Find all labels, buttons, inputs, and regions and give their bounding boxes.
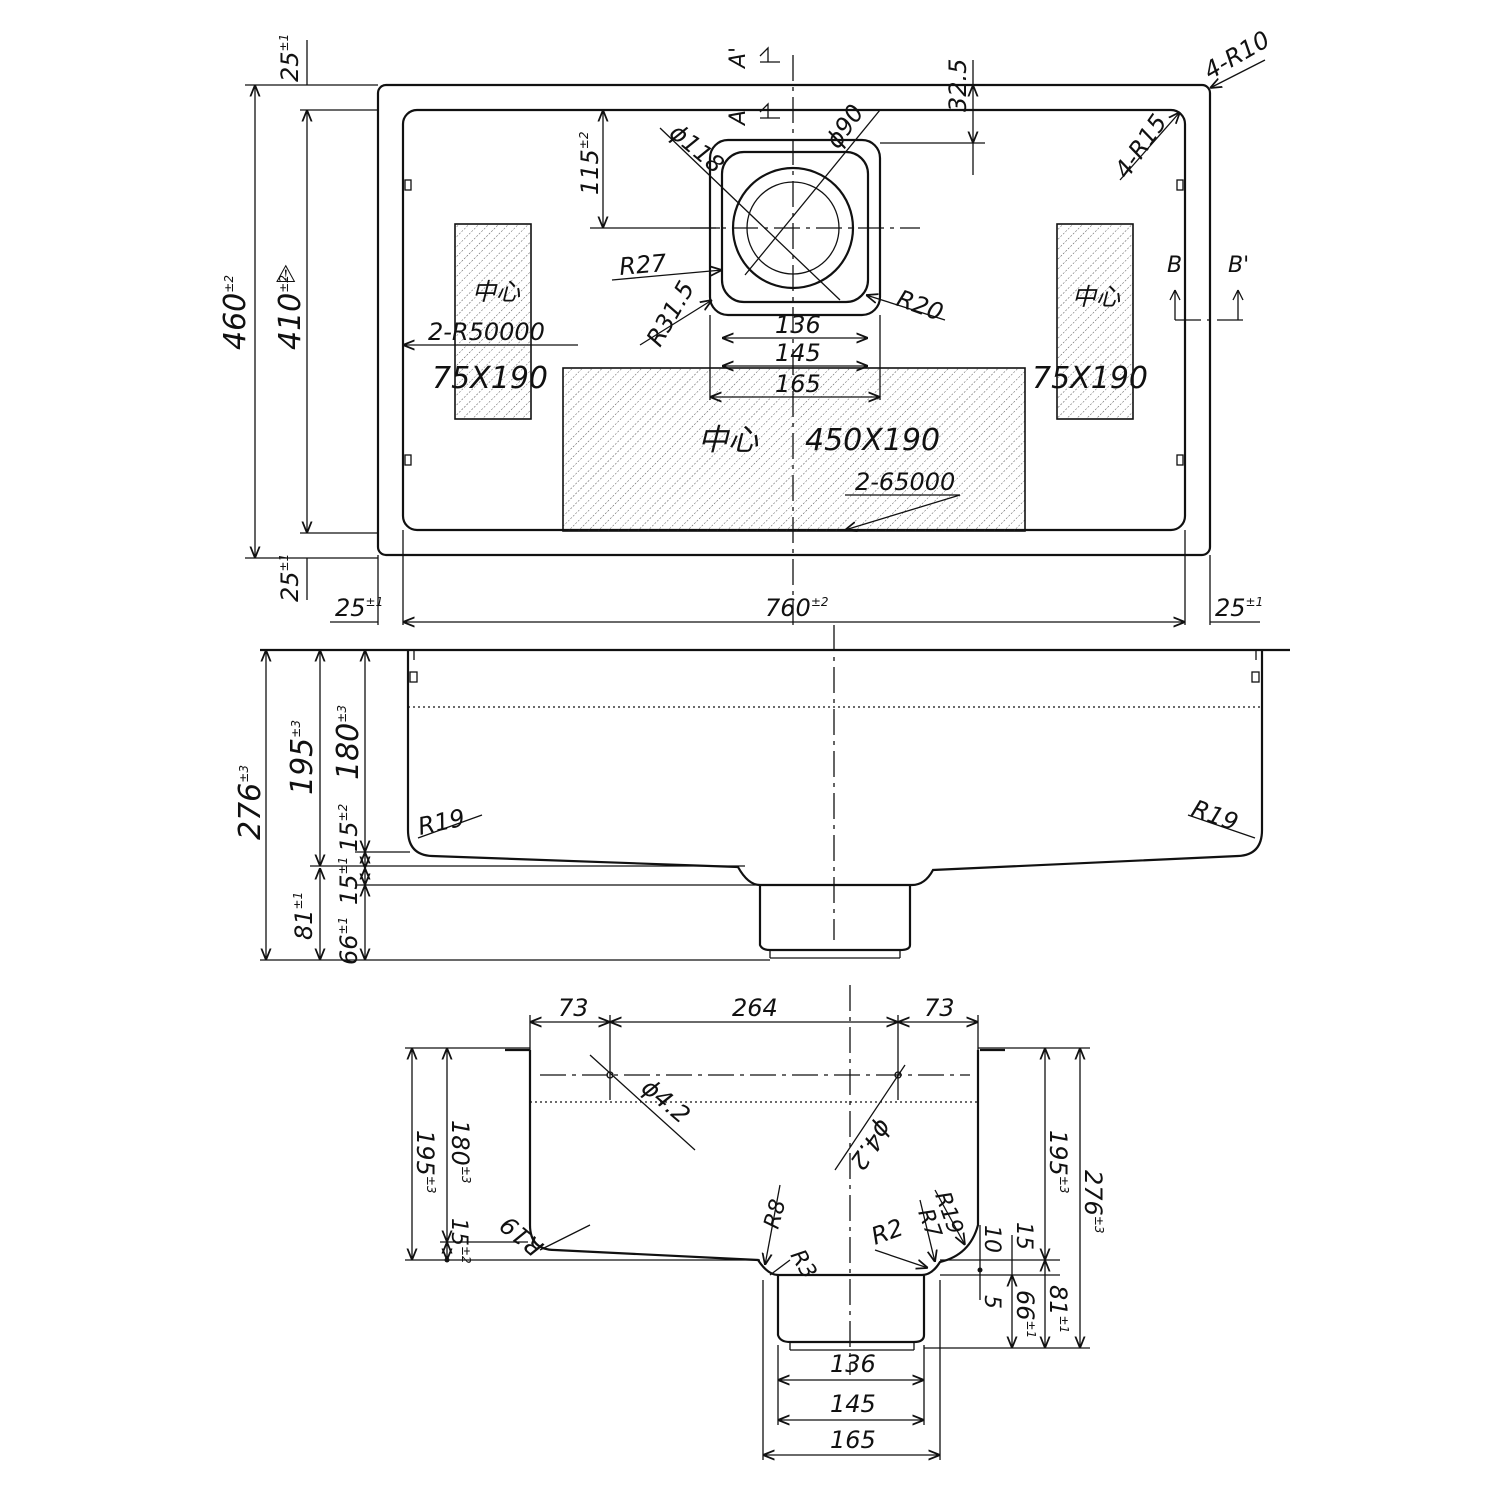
- fv-180: 180±3: [331, 705, 366, 780]
- tv-136: 136: [775, 311, 821, 339]
- tv-25-bottom: 25±1: [276, 554, 304, 602]
- tv-25-right: 25±1: [1215, 594, 1263, 622]
- left-zone: [454, 223, 532, 420]
- tv-r65000: 2-65000: [855, 468, 955, 496]
- section-bowl: [528, 1050, 980, 1277]
- tv-dia-118: ϕ118: [664, 118, 729, 179]
- tv-sec-b: B: [1167, 253, 1182, 278]
- fv-15a: 15±2: [335, 804, 363, 852]
- tv-left-zone-center: 中心: [472, 278, 521, 306]
- tv-4-r10: 4-R10: [1199, 25, 1275, 85]
- fv-r19-right: R19: [1188, 794, 1242, 836]
- tv-left-zone-size: 75X190: [432, 361, 548, 396]
- tv-460: 460±2: [218, 275, 253, 350]
- fv-81: 81±1: [290, 892, 318, 940]
- fv-276: 276±3: [233, 765, 268, 840]
- sv-73-right: 73: [924, 994, 955, 1022]
- tv-115: 115±2: [576, 131, 604, 195]
- tv-right-zone-center: 中心: [1072, 283, 1121, 311]
- fv-r19-left: R19: [415, 804, 467, 841]
- sv-10: 10: [979, 1225, 1004, 1253]
- tv-dia-90: ϕ90: [820, 99, 870, 153]
- tv-main-zone-center: 中心: [698, 423, 759, 458]
- sv-5: 5: [979, 1295, 1004, 1309]
- sv-276-right: 276±3: [1079, 1170, 1107, 1234]
- front-drain-pipe: [758, 885, 912, 952]
- sv-165: 165: [830, 1426, 876, 1454]
- sv-145: 145: [830, 1390, 876, 1418]
- tv-r27: R27: [618, 249, 668, 281]
- sv-73-left: 73: [558, 994, 589, 1022]
- drain-mid-square: [720, 150, 870, 304]
- fv-195: 195±3: [285, 720, 320, 795]
- sv-180-left: 180±3: [446, 1120, 474, 1184]
- tv-sec-b-prime: B': [1228, 253, 1249, 278]
- tv-sec-a-prime: A': [726, 47, 751, 70]
- tv-410: 410±2: [273, 275, 308, 350]
- tv-32-5: 32.5: [944, 59, 972, 112]
- sv-66-right: 66±1: [1011, 1290, 1039, 1338]
- sv-195-left: 195±3: [411, 1130, 439, 1194]
- right-zone: [1056, 223, 1134, 420]
- tv-25-left: 25±1: [335, 594, 383, 622]
- tv-25-top: 25±1: [276, 34, 304, 82]
- tv-760: 760±2: [765, 594, 829, 622]
- sv-264: 264: [732, 994, 778, 1022]
- section-view: 73 264 73 ϕ4.2 ϕ4.2 195±3 180±3 15±2 R19…: [405, 985, 1107, 1460]
- sv-81-right: 81±1: [1044, 1285, 1072, 1333]
- tv-4-r15: 4-R15: [1109, 109, 1173, 183]
- tv-r50000: 2-R50000: [428, 318, 545, 346]
- tv-warn: ⚠: [275, 260, 296, 288]
- sv-r19-left: R19: [495, 1210, 549, 1262]
- front-view: 276±3 195±3 180±3 15±2 15±1 81±1 66±1 R1…: [233, 625, 1290, 965]
- fv-66: 66±1: [335, 917, 363, 965]
- top-view: 25±1 25±1 460±2 410±2 ⚠ 760±2 25±1 25±1 …: [218, 25, 1275, 625]
- sv-r2: R2: [867, 1213, 907, 1250]
- sv-15: 15: [1011, 1222, 1036, 1250]
- sv-hole-left: ϕ4.2: [636, 1073, 695, 1129]
- tv-r20: R20: [893, 284, 947, 326]
- tv-right-zone-size: 75X190: [1032, 361, 1148, 396]
- sv-15-left: 15±2: [446, 1218, 473, 1264]
- tv-165: 165: [775, 370, 821, 398]
- tv-145: 145: [775, 339, 821, 367]
- front-bowl-bottom: [406, 829, 1264, 887]
- sv-r3: R3: [785, 1246, 821, 1284]
- sv-136: 136: [830, 1350, 876, 1378]
- fv-15b: 15±1: [335, 857, 363, 905]
- tv-main-zone-size: 450X190: [805, 423, 940, 458]
- section-drain-pipe: [776, 1275, 926, 1344]
- sv-r8: R8: [760, 1197, 792, 1232]
- tv-sec-a: A: [726, 110, 751, 127]
- sv-195-right: 195±3: [1044, 1130, 1072, 1194]
